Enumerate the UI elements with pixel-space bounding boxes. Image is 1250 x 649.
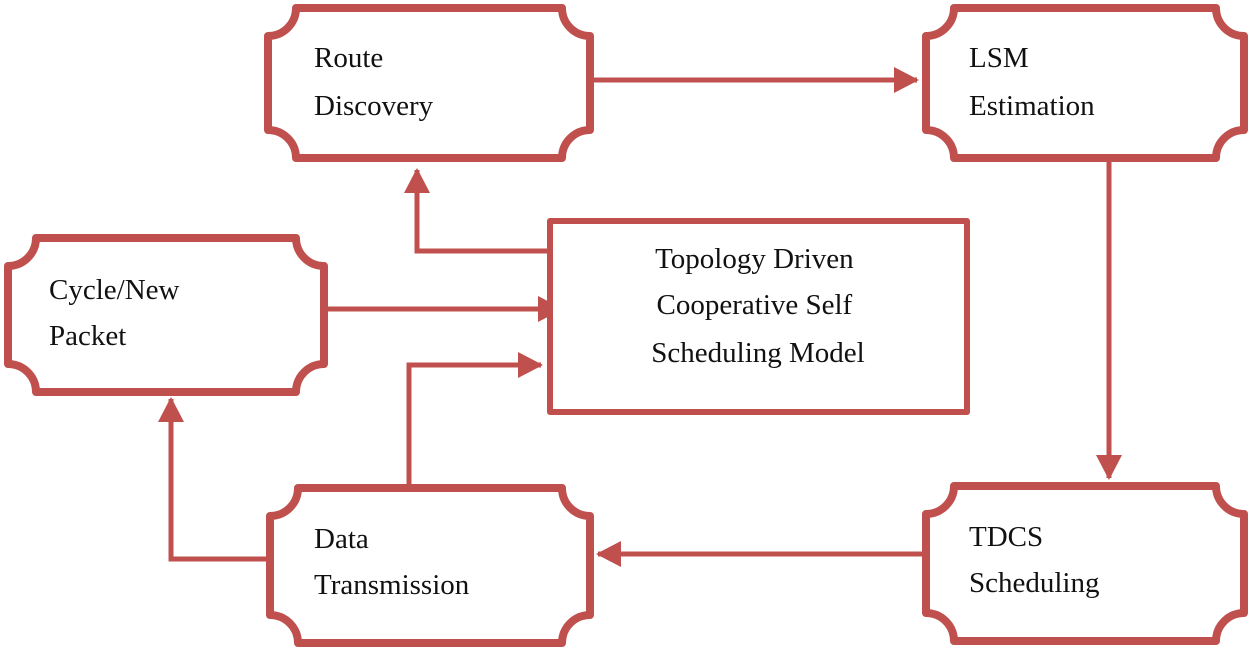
tdcs-model-node (547, 218, 970, 415)
cycle-new-packet-label: Cycle/New Packet (49, 274, 187, 352)
tdcs-scheduling-node (922, 482, 1248, 645)
data-transmission-label: Data Transmission (314, 523, 470, 601)
data-transmission-node (266, 484, 594, 647)
tdcs-scheduling-label: TDCS Scheduling (969, 521, 1100, 599)
cycle-new-packet-node (4, 234, 328, 396)
edge-data-transmission-to-model (406, 352, 544, 488)
edge-data-transmission-to-cycle-new-packet (158, 396, 271, 562)
tdcs-model-label: Topology Driven Cooperative Self Schedul… (651, 243, 864, 369)
edge-model-to-route-discovery (404, 167, 550, 254)
lsm-estimation-label: LSM Estimation (969, 42, 1095, 122)
route-discovery-label: Route Discovery (314, 42, 434, 122)
route-discovery-node (264, 4, 594, 162)
lsm-estimation-node (922, 4, 1248, 162)
